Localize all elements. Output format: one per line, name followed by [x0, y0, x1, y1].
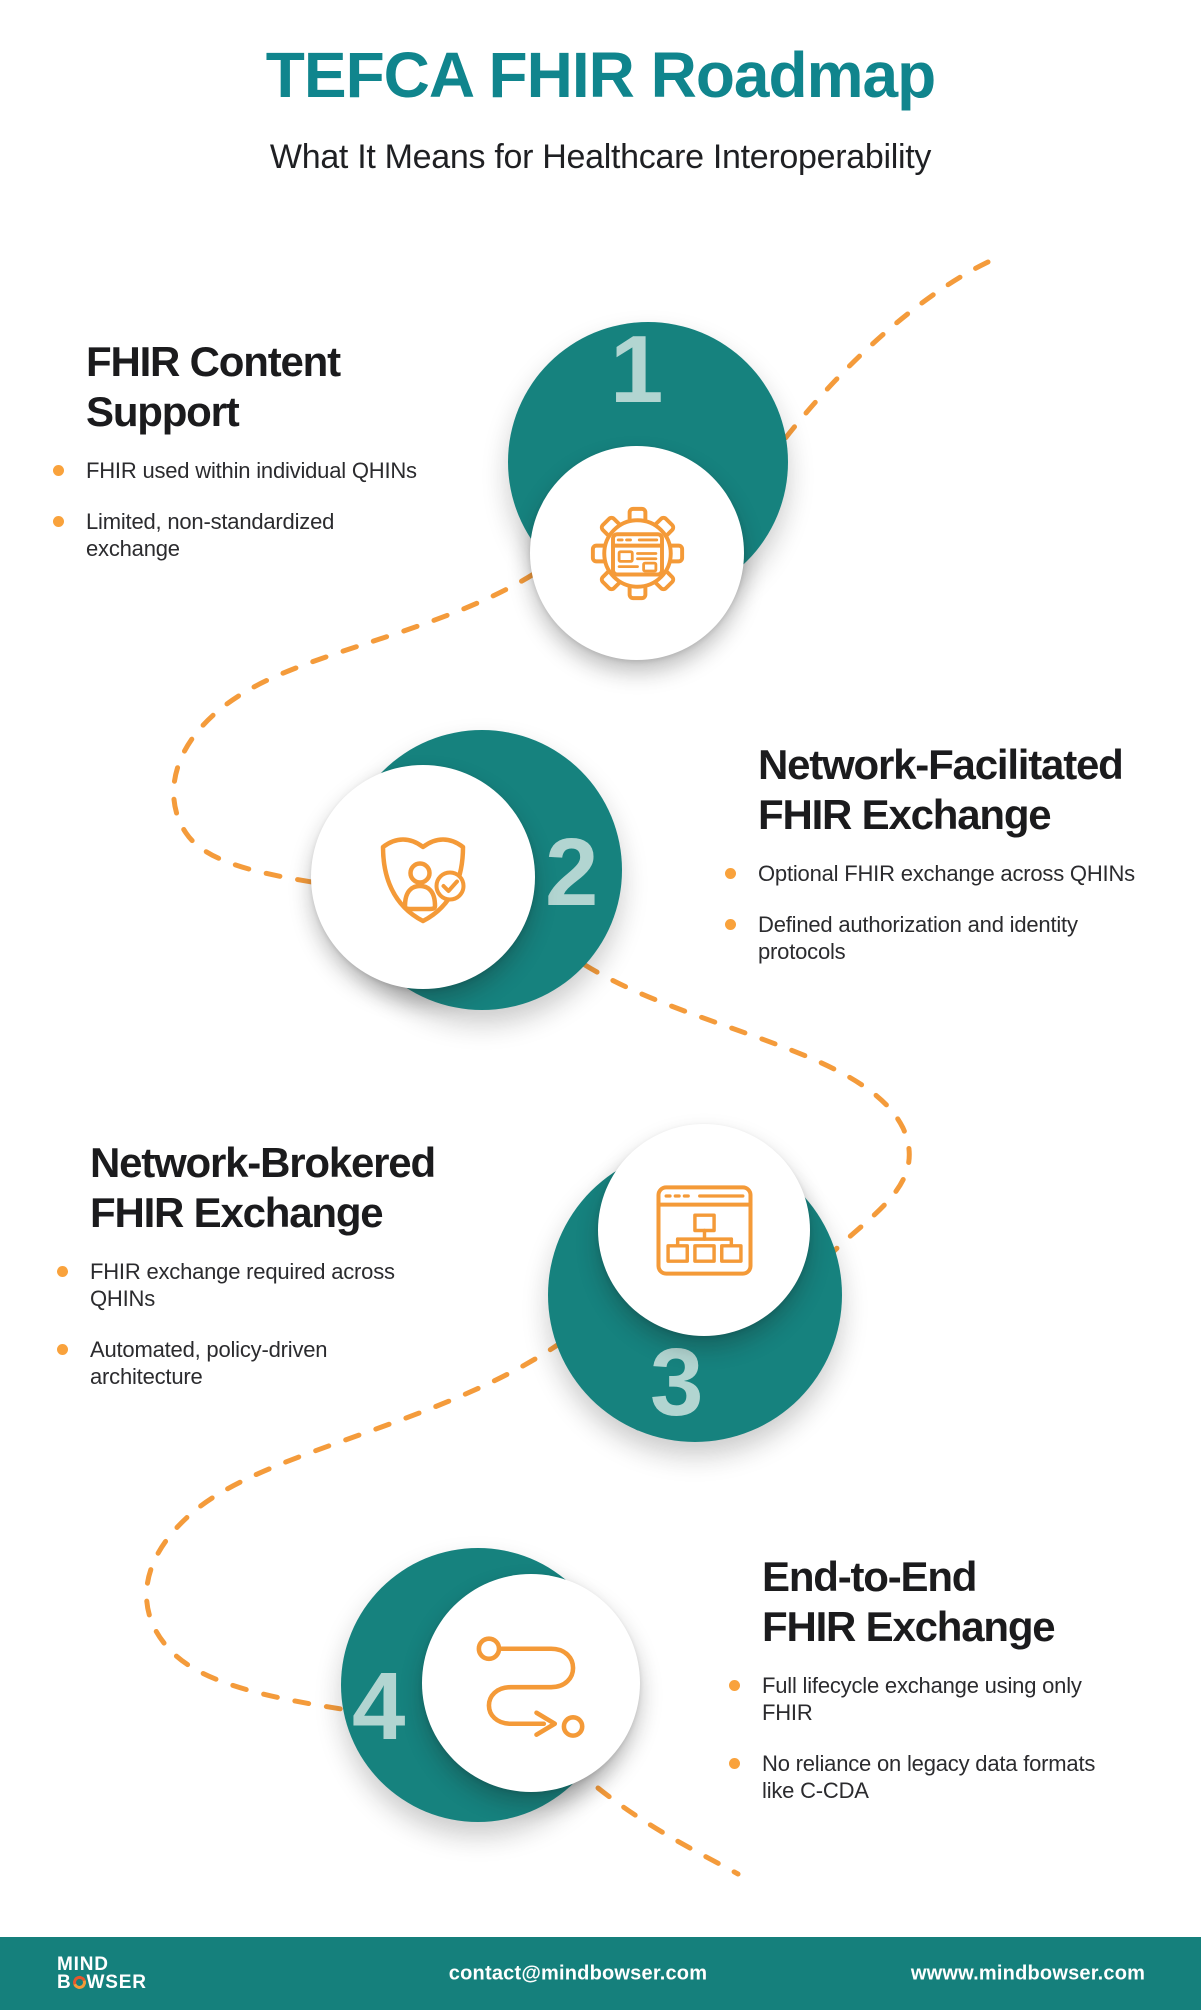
page-subtitle: What It Means for Healthcare Interoperab… — [269, 138, 932, 176]
step3-title-line1: Network-Brokered — [90, 1139, 436, 1186]
step3-title: Network-Brokered FHIR Exchange — [90, 1138, 530, 1238]
step1-bullet-2-line1: Limited, non-standardized — [86, 509, 335, 534]
connector-path-2 — [171, 553, 563, 885]
logo-line2-wser: WSER — [86, 1971, 147, 1993]
step3-bullet-2: Automated, policy-driven architecture — [57, 1336, 530, 1390]
step3-bullet-1: FHIR exchange required across QHINs — [57, 1258, 530, 1312]
step3-number: 3 — [650, 1329, 704, 1436]
bullet-dot-icon — [53, 516, 64, 527]
bullet-dot-icon — [57, 1266, 68, 1277]
step4-bullet-2: No reliance on legacy data formats like … — [729, 1750, 1201, 1804]
step1-bullet-1-text: FHIR used within individual QHINs — [86, 458, 417, 483]
connector-path-1 — [777, 259, 991, 448]
step1-title: FHIR Content Support — [86, 337, 526, 437]
shield-user-check-icon — [380, 837, 466, 924]
step1-icon-circle — [530, 446, 744, 660]
step2-title-line1: Network-Facilitated — [758, 741, 1124, 788]
step2-bullet-1: Optional FHIR exchange across QHINs — [725, 860, 1198, 887]
step3-title-line2: FHIR Exchange — [90, 1189, 384, 1236]
step1-bullet-1: FHIR used within individual QHINs — [53, 457, 526, 484]
step3-bullet-2-line1: Automated, policy-driven — [90, 1337, 328, 1362]
step4-text-block: End-to-End FHIR Exchange Full lifecycle … — [729, 1552, 1201, 1828]
bullet-dot-icon — [729, 1758, 740, 1769]
bullet-dot-icon — [725, 868, 736, 879]
step1-number: 1 — [610, 316, 664, 423]
step4-title-line1: End-to-End — [762, 1553, 977, 1600]
step2-title: Network-Facilitated FHIR Exchange — [758, 740, 1198, 840]
step4-number: 4 — [352, 1653, 406, 1760]
step4-bullet-2-line1: No reliance on legacy data formats — [762, 1751, 1096, 1776]
step2-bullet-1-text: Optional FHIR exchange across QHINs — [758, 861, 1135, 886]
step1-title-line1: FHIR Content — [86, 338, 341, 385]
logo-line1: MIND — [57, 1953, 109, 1975]
step3-bullet-list: FHIR exchange required across QHINs Auto… — [57, 1258, 530, 1390]
logo-swirl-o-icon — [70, 1973, 88, 1992]
step1-text-block: FHIR Content Support FHIR used within in… — [53, 337, 526, 586]
step4-bullet-2-line2: like C-CDA — [762, 1778, 869, 1803]
footer-website-link[interactable]: wwww.mindbowser.com — [910, 1962, 1146, 1984]
step2-title-line2: FHIR Exchange — [758, 791, 1052, 838]
connector-path-3 — [582, 962, 912, 1255]
step2-number: 2 — [545, 819, 599, 926]
mindbowser-logo: MIND B WSER — [57, 1953, 147, 1993]
step4-title: End-to-End FHIR Exchange — [762, 1552, 1201, 1652]
route-path-icon — [476, 1635, 585, 1738]
step3-icon-circle — [598, 1124, 810, 1336]
connector-path-5 — [595, 1785, 741, 1877]
step4-icon-circle — [422, 1574, 640, 1792]
footer-bar: MIND B WSER contact@mindbowser.com wwww.m… — [0, 1937, 1201, 2010]
page-title: TEFCA FHIR Roadmap — [265, 39, 936, 111]
step1-bullet-2: Limited, non-standardized exchange — [53, 508, 526, 562]
browser-sitemap-icon — [655, 1184, 753, 1276]
step2-bullet-2-line2: protocols — [758, 939, 846, 964]
step4-bullet-list: Full lifecycle exchange using only FHIR … — [729, 1672, 1201, 1804]
footer-email-link[interactable]: contact@mindbowser.com — [448, 1962, 708, 1984]
bullet-dot-icon — [53, 465, 64, 476]
step2-bullet-2: Defined authorization and identity proto… — [725, 911, 1198, 965]
gear-browser-icon — [590, 506, 684, 600]
step4-bullet-1-line1: Full lifecycle exchange using only — [762, 1673, 1082, 1698]
step3-bullet-1-line2: QHINs — [90, 1286, 156, 1311]
step4-bullet-1: Full lifecycle exchange using only FHIR — [729, 1672, 1201, 1726]
step3-bullet-2-line2: architecture — [90, 1364, 203, 1389]
step4-bullet-1-line2: FHIR — [762, 1700, 813, 1725]
bullet-dot-icon — [729, 1680, 740, 1691]
step2-icon-circle — [311, 765, 535, 989]
logo-line2: B WSER — [57, 1971, 147, 1993]
step1-bullet-2-line2: exchange — [86, 536, 180, 561]
step1-bullet-list: FHIR used within individual QHINs Limite… — [53, 457, 526, 562]
step2-bullet-2-line1: Defined authorization and identity — [758, 912, 1078, 937]
step3-bullet-1-line1: FHIR exchange required across — [90, 1259, 395, 1284]
step3-text-block: Network-Brokered FHIR Exchange FHIR exch… — [57, 1138, 530, 1414]
bullet-dot-icon — [725, 919, 736, 930]
step2-bullet-list: Optional FHIR exchange across QHINs Defi… — [725, 860, 1198, 965]
step4-title-line2: FHIR Exchange — [762, 1603, 1056, 1650]
bullet-dot-icon — [57, 1344, 68, 1355]
connector-path-4 — [144, 1339, 565, 1713]
step1-title-line2: Support — [86, 388, 240, 435]
step2-text-block: Network-Facilitated FHIR Exchange Option… — [725, 740, 1198, 989]
logo-line2-b: B — [57, 1971, 72, 1993]
